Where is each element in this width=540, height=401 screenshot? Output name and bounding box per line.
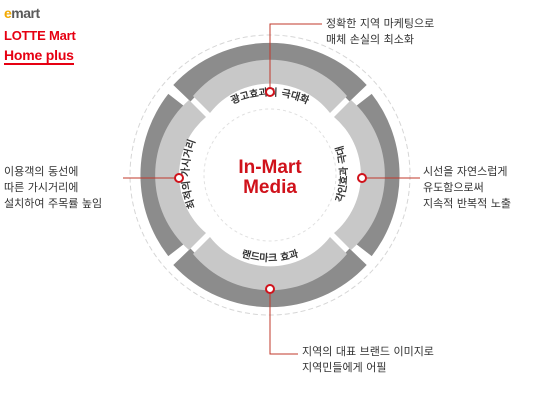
inner-ring-left: [155, 100, 206, 250]
svg-text:최적의 가시거리: 최적의 가시거리: [179, 137, 198, 210]
callout-bottom-line: 지역의 대표 브랜드 이미지로: [302, 345, 434, 358]
outer-ring: [140, 42, 400, 308]
callout-left-line: 설치하여 주목률 높임: [4, 197, 103, 210]
callout-top-line: 매체 손실의 최소화: [326, 33, 414, 46]
inner-ring-bottom: [193, 237, 347, 291]
marker-bottom: [265, 284, 275, 294]
lotte-mart-logo: LOTTE Mart: [4, 28, 76, 43]
inner-ring: [155, 59, 385, 291]
callout-right: 시선을 자연스럽게 유도함으로써 지속적 반복적 노출: [423, 164, 511, 212]
outer-ring-right: [353, 93, 400, 257]
segment-label-left: 최적의 가시거리: [179, 137, 198, 210]
center-dashed-outline: [203, 108, 337, 242]
callout-left: 이용객의 동선에 따른 가시거리에 설치하여 주목률 높임: [4, 164, 102, 212]
callout-top: 정확한 지역 마케팅으로 매체 손실의 최소화: [326, 16, 434, 48]
outer-ring-bottom: [173, 248, 367, 308]
outer-ring-top: [173, 42, 367, 102]
callout-left-line: 이용객의 동선에: [4, 165, 79, 178]
center-line2: Media: [243, 177, 297, 198]
marker-left: [174, 173, 184, 183]
callout-top-line: 정확한 지역 마케팅으로: [326, 17, 435, 30]
callout-right-line: 지속적 반복적 노출: [423, 197, 511, 210]
callout-left-line: 따른 가시거리에: [4, 181, 79, 194]
segment-label-bottom: 랜드마크 효과: [240, 247, 300, 265]
marker-right: [357, 173, 367, 183]
callout-bottom-line: 지역민들에게 어필: [302, 361, 387, 374]
center-line1: In-Mart: [238, 157, 302, 178]
inner-ring-right: [334, 100, 385, 250]
connector-bottom: [269, 289, 298, 355]
outer-ring-left: [140, 93, 187, 257]
callout-right-line: 시선을 자연스럽게: [423, 165, 508, 178]
home-plus-logo: Home plus: [4, 47, 74, 65]
center-circle: [200, 105, 340, 245]
callout-right-line: 유도함으로써: [423, 181, 484, 194]
callout-bottom: 지역의 대표 브랜드 이미지로 지역민들에게 어필: [302, 344, 434, 376]
emart-logo: emart: [4, 5, 40, 21]
inner-ring-top: [193, 59, 347, 113]
connector-top: [269, 23, 322, 92]
marker-top: [265, 87, 275, 97]
svg-text:랜드마크 효과: 랜드마크 효과: [240, 247, 300, 265]
